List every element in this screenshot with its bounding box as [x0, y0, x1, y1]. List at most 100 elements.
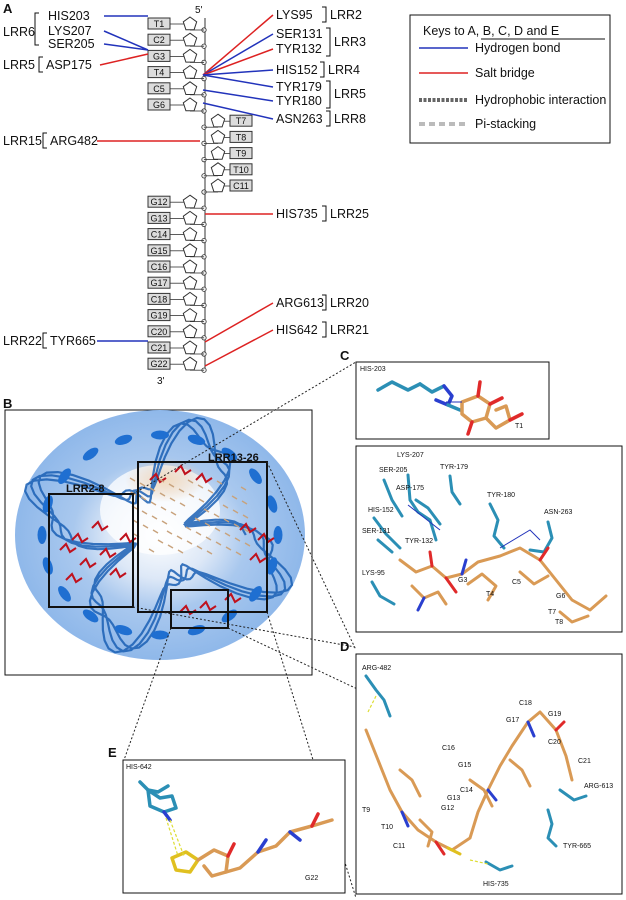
- panel-d-label-t10: T10: [381, 824, 393, 831]
- panel-c-label-asp-175: ASP-175: [396, 485, 424, 492]
- asn263-label: ASN263: [276, 112, 323, 126]
- panel-d-label-g13: G13: [447, 795, 460, 802]
- nucleotide-label: G19: [150, 311, 167, 321]
- panel-c-label-g6: G6: [556, 593, 565, 600]
- panel-d-label-g15: G15: [458, 762, 471, 769]
- lrr2-label: LRR2: [330, 8, 362, 22]
- nucleotide-label: G15: [150, 246, 167, 256]
- panel-d-label-arg-482: ARG-482: [362, 665, 391, 672]
- nucleotide-g12: G12: [147, 194, 207, 211]
- nucleotide-label: T1: [154, 19, 165, 29]
- nucleotide-g6: G6: [147, 97, 207, 114]
- nucleotide-g3: G3: [147, 48, 207, 66]
- nucleotide-c16: C16: [147, 259, 207, 276]
- ser205-label: SER205: [48, 37, 95, 51]
- panel-d-label-tyr-665: TYR-665: [563, 843, 591, 850]
- nucleotide-c14: C14: [147, 226, 207, 244]
- panel-c-label-tyr-179: TYR-179: [440, 464, 468, 471]
- nucleotide-c11: C11: [201, 178, 253, 195]
- nucleotide-g17: G17: [147, 275, 207, 292]
- nucleotide-label: G3: [153, 51, 165, 61]
- nucleotide-label: C21: [151, 343, 168, 353]
- nucleotide-g13: G13: [147, 210, 207, 227]
- panel-c-top: HIS-203 T1: [355, 361, 550, 440]
- lrr6-label: LRR6: [3, 25, 35, 39]
- legend-salt-label: Salt bridge: [475, 66, 535, 80]
- his642-label: HIS642: [276, 323, 318, 337]
- lrr15-label: LRR15: [3, 134, 42, 148]
- panel-c-label-t4: T4: [486, 591, 494, 598]
- panel-d: ARG-482C18G19G17C20C16C21G15ARG-613C14G1…: [355, 653, 623, 895]
- lrr3-label: LRR3: [334, 35, 366, 49]
- panel-c-label-c5: C5: [512, 579, 521, 586]
- box-lrr13-26-label: LRR13-26: [208, 452, 259, 464]
- arg482-label: ARG482: [50, 134, 98, 148]
- legend-hbond-label: Hydrogen bond: [475, 41, 561, 55]
- panel-c-label-asn-263: ASN-263: [544, 509, 573, 516]
- bound-dna: [129, 477, 251, 556]
- box-lrr2-8-label: LRR2-8: [66, 483, 105, 495]
- legend-title: Keys to A, B, C, D and E: [423, 24, 559, 38]
- nucleotide-label: C2: [153, 35, 165, 45]
- nucleotide-label: G12: [150, 197, 167, 207]
- panel-d-label-c18: C18: [519, 700, 532, 707]
- nucleotide-label: T7: [236, 116, 247, 126]
- panel-d-label-c14: C14: [460, 787, 473, 794]
- panel-c-label-tyr-132: TYR-132: [405, 538, 433, 545]
- nucleotide-t4: T4: [147, 64, 207, 82]
- panel-d-label-g19: G19: [548, 711, 561, 718]
- panel-c-label-ser-205: SER-205: [379, 467, 408, 474]
- five-prime-label: 5': [195, 5, 203, 16]
- panel-c-label-ser-131: SER-131: [362, 528, 391, 535]
- panel-d-molecules: [364, 674, 588, 872]
- his203-label: HIS203: [48, 9, 90, 23]
- nucleotide-label: G22: [150, 359, 167, 369]
- panel-d-label-c21: C21: [578, 758, 591, 765]
- panel-d-label-g17: G17: [506, 717, 519, 724]
- lrr25-label: LRR25: [330, 207, 369, 221]
- three-prime-label: 3': [157, 376, 165, 387]
- nucleotide-t7: T7: [201, 113, 253, 130]
- legend-box: Keys to A, B, C, D and E Hydrogen bond S…: [409, 14, 611, 144]
- panel-d-label-t9: T9: [362, 807, 370, 814]
- lrr21-label: LRR21: [330, 323, 369, 337]
- nucleotide-c2: C2: [147, 32, 207, 49]
- his642-mol-label: HIS-642: [126, 764, 152, 771]
- nucleotide-t10: T10: [201, 162, 253, 179]
- nucleotide-g19: G19: [147, 307, 207, 325]
- panel-c-label-g3: G3: [458, 577, 467, 584]
- nucleotide-label: T8: [236, 132, 247, 142]
- t1-mol-label: T1: [515, 423, 523, 430]
- panel-d-labels: ARG-482C18G19G17C20C16C21G15ARG-613C14G1…: [362, 665, 613, 888]
- nucleotide-label: T9: [236, 149, 247, 159]
- legend-hydrophobic-label: Hydrophobic interaction: [475, 93, 606, 107]
- nucleotide-label: C14: [151, 230, 168, 240]
- tyr179-label: TYR179: [276, 80, 322, 94]
- panel-c-label-t7: T7: [548, 609, 556, 616]
- nucleotide-label: C11: [233, 181, 249, 191]
- nucleotide-strand: T1C2G3T4C5G6T7T8T9T10C11G12G13C14G15C16G…: [147, 16, 253, 373]
- panel-b-letter: B: [3, 396, 12, 411]
- lrr20-label: LRR20: [330, 296, 369, 310]
- left-interactions: LRR6 HIS203 LYS207 SER205 LRR5 ASP175 LR…: [3, 9, 200, 349]
- nucleotide-t1: T1: [147, 16, 207, 33]
- protein-structure-panel: LRR2-8 LRR13-26: [4, 409, 313, 676]
- nucleotide-label: C18: [151, 294, 168, 304]
- nucleotide-g22: G22: [147, 356, 207, 373]
- panel-e-letter: E: [108, 745, 117, 760]
- nucleotide-label: C20: [151, 327, 168, 337]
- nucleotide-label: C16: [151, 262, 168, 272]
- panel-d-letter: D: [340, 639, 349, 654]
- his203-mol-label: HIS-203: [360, 366, 386, 373]
- panel-c-label-his-152: HIS-152: [368, 507, 394, 514]
- nucleotide-label: C5: [153, 84, 165, 94]
- panel-c-molecules: [370, 473, 608, 624]
- panel-c-letter: C: [340, 348, 350, 363]
- box-lrr2-8: [48, 493, 134, 608]
- tyr132-label: TYR132: [276, 42, 322, 56]
- nucleotide-c21: C21: [147, 340, 207, 357]
- nucleotide-t8: T8: [201, 129, 253, 146]
- his152-label: HIS152: [276, 63, 318, 77]
